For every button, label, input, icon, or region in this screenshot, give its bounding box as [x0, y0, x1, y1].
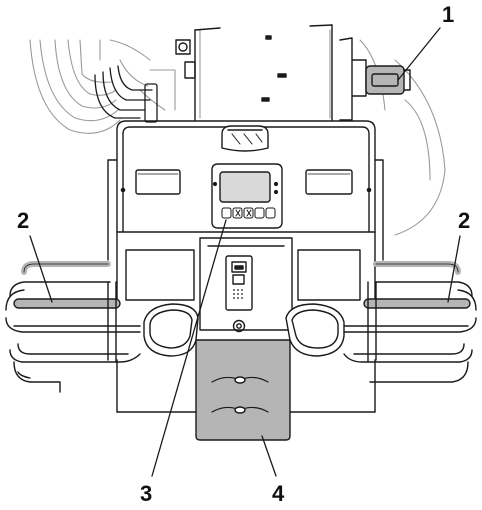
leader-line-4	[261, 435, 277, 477]
lower-body	[116, 359, 376, 413]
key-switch-plate	[225, 255, 253, 333]
foot-pedal-plate	[195, 339, 291, 441]
leader-line-1	[397, 27, 441, 81]
leader-line-2-right	[447, 235, 461, 303]
display-buttons	[221, 207, 276, 219]
leader-lines	[29, 27, 461, 477]
top-rocker-switch	[221, 125, 269, 152]
right-panel-slot	[305, 169, 353, 195]
callout-2-left: 2	[17, 208, 30, 233]
lower-panel	[116, 231, 376, 331]
callout-3: 3	[140, 481, 153, 506]
right-bumper-rail	[343, 261, 477, 383]
center-column	[175, 24, 333, 121]
hydraulic-hoses	[94, 65, 158, 123]
callout-1: 1	[442, 2, 455, 27]
left-bumper-rail	[5, 261, 141, 393]
right-hand-rest	[285, 303, 345, 357]
leader-line-2-left	[29, 235, 53, 303]
bolt-head	[175, 39, 191, 55]
infocenter-display	[211, 163, 283, 229]
leader-line-3	[151, 219, 227, 477]
left-hand-rest	[143, 303, 199, 357]
callout-4: 4	[272, 481, 285, 506]
callout-2-right: 2	[458, 208, 471, 233]
left-panel-slot	[135, 169, 181, 195]
